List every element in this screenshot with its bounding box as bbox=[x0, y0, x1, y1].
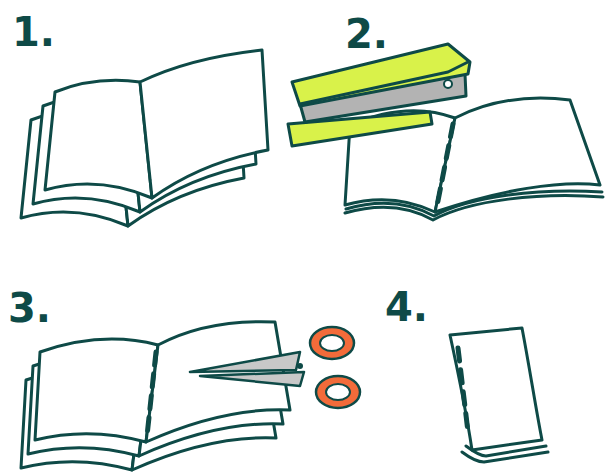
finished-booklet bbox=[450, 328, 548, 462]
stapled-stack bbox=[21, 322, 290, 470]
step-number: 4. bbox=[385, 287, 428, 327]
step-number: 3. bbox=[8, 288, 51, 328]
step-number: 1. bbox=[12, 12, 55, 52]
step-number: 2. bbox=[345, 14, 388, 54]
folded-sheets bbox=[21, 50, 268, 226]
stapler bbox=[288, 44, 470, 146]
scissors bbox=[190, 327, 360, 408]
